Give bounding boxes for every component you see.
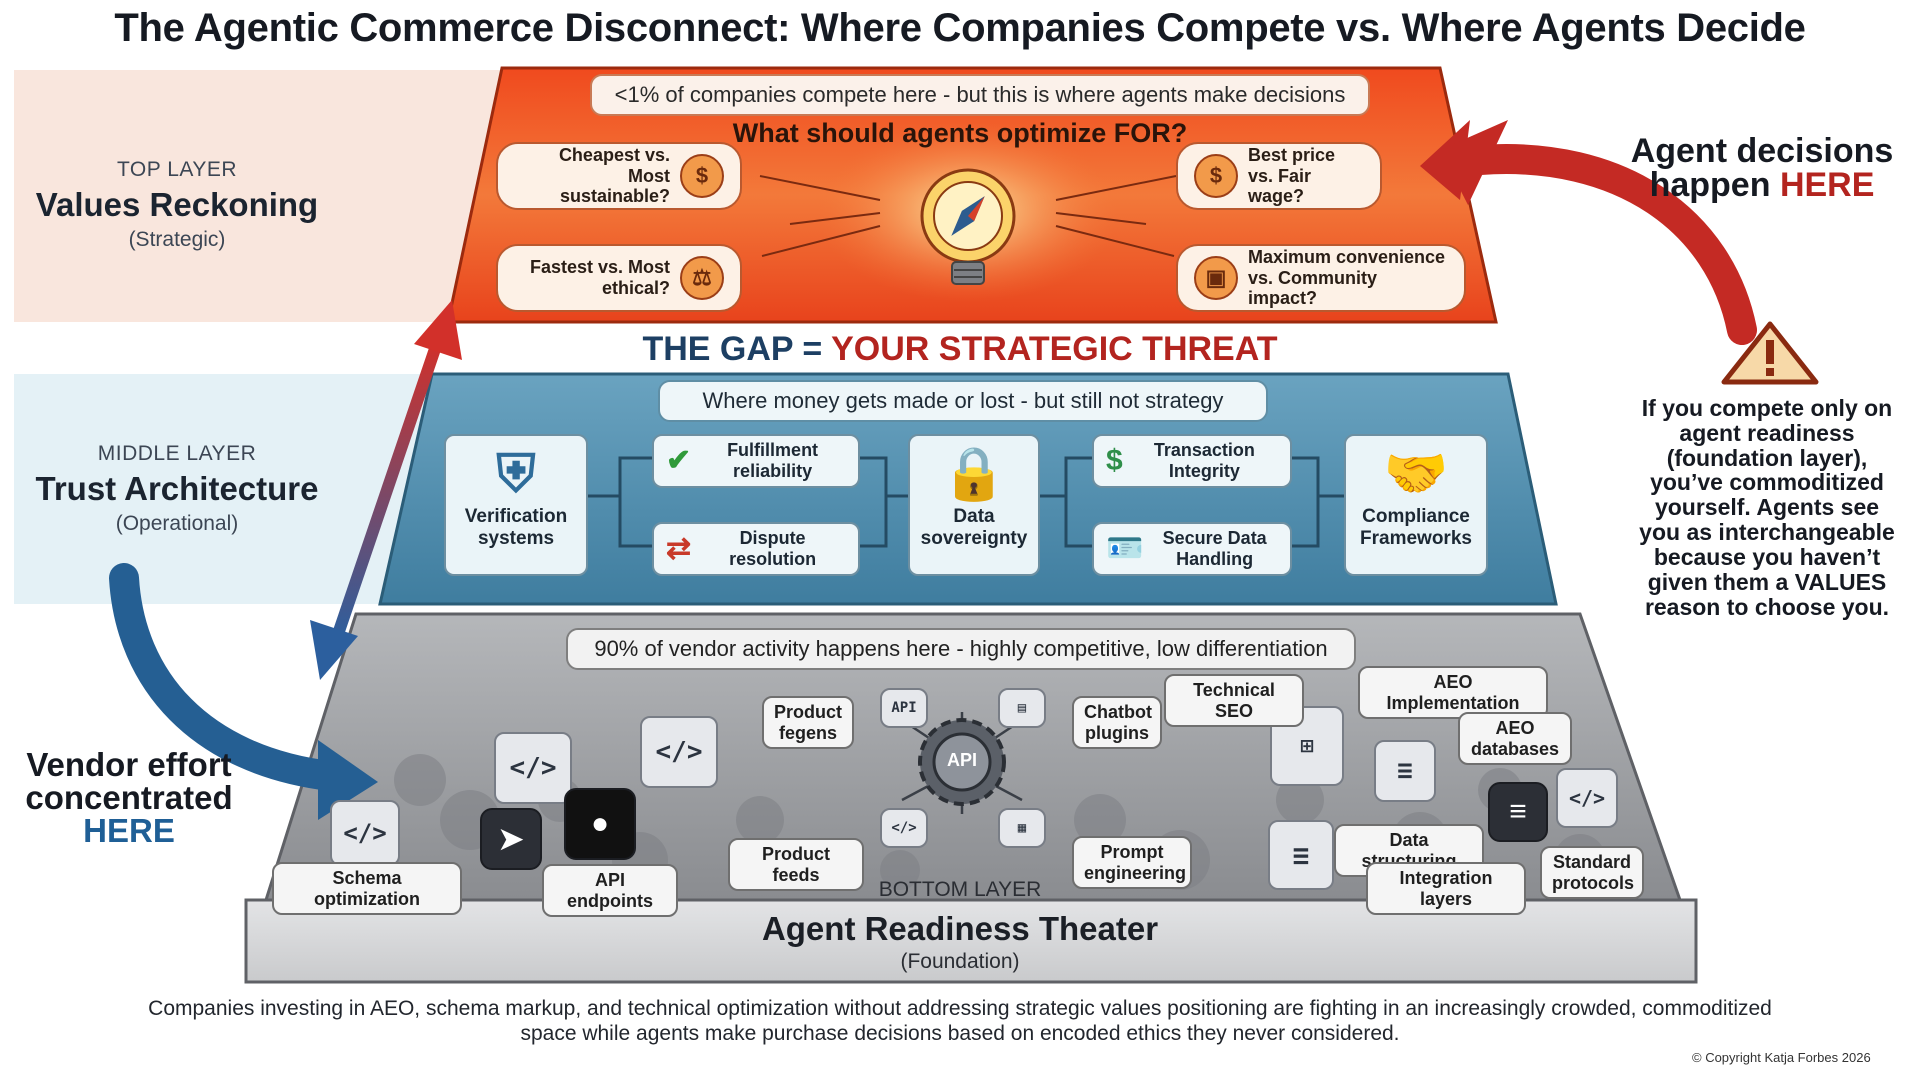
tag-schema-optimization: Schema optimization (272, 862, 462, 916)
code-tile: </> (640, 716, 718, 788)
option-cheapest-sustainable: Cheapest vs. Most sustainable? $ (496, 142, 742, 210)
agent-decisions-line2: happen HERE (1612, 168, 1912, 202)
option-fastest-ethical: Fastest vs. Most ethical? ⚖ (496, 244, 742, 312)
top-layer-label: TOP LAYER Values Reckoning (Strategic) (12, 158, 342, 252)
padlock-globe-icon: 🔒 (941, 445, 1007, 503)
card-label: Secure Data Handling (1162, 528, 1267, 569)
card-fulfillment-reliability: ✔ Fulfillment reliability (652, 434, 860, 488)
option-label: Cheapest vs. Most sustainable? (558, 144, 670, 207)
tag-integration-layers: Integration layers (1366, 862, 1526, 916)
card-data-sovereignty: 🔒 Data sovereignty (908, 434, 1040, 576)
api-tile: API (880, 688, 928, 728)
page-title: The Agentic Commerce Disconnect: Where C… (114, 6, 1806, 50)
footer-summary: Companies investing in AEO, schema marku… (148, 997, 1772, 1046)
card-compliance-frameworks: 🤝 Compliance Frameworks (1344, 434, 1488, 576)
middle-layer-sub: (Operational) (115, 512, 239, 535)
agent-decisions-callout: Agent decisions happen HERE (1612, 134, 1912, 202)
warning-triangle-icon (1721, 321, 1819, 385)
bottom-layer-banner: 90% of vendor activity happens here - hi… (566, 628, 1356, 670)
option-label: Maximum convenience vs. Community impact… (1248, 246, 1446, 309)
top-layer-kicker: TOP LAYER (116, 158, 238, 181)
agent-decisions-prefix: happen (1649, 166, 1780, 204)
tag-technical-seo: Technical SEO (1164, 674, 1304, 728)
agent-decisions-arrow (1465, 144, 1757, 345)
copyright: © Copyright Katja Forbes 2026 (1692, 1050, 1871, 1065)
top-layer-name: Values Reckoning (35, 186, 319, 223)
gap-prefix: THE GAP = (642, 330, 832, 368)
api-gear-icon (918, 718, 1006, 806)
card-label: Dispute resolution (729, 528, 817, 569)
id-card-icon: 🪪 (1106, 532, 1144, 565)
vendor-effort-callout: Vendor effort concentrated HERE (14, 748, 244, 847)
checkmark-icon: ✔ (666, 444, 692, 477)
figma-icon: ● (564, 788, 636, 860)
option-label: Fastest vs. Most ethical? (529, 257, 670, 298)
money-hands-icon: $ (1194, 154, 1238, 198)
tag-api-endpoints: API endpoints (542, 864, 678, 918)
tag-chatbot-plugins: Chatbot plugins (1072, 696, 1162, 750)
card-dispute-resolution: ⇄ Dispute resolution (652, 522, 860, 576)
commoditized-warning-text: If you compete only on agent readiness (… (1639, 395, 1895, 620)
grid-tile-icon: ▦ (998, 808, 1046, 848)
package-icon: ▣ (1194, 256, 1238, 300)
shield-lock-icon: ⛨ (496, 445, 536, 503)
middle-layer-name: Trust Architecture (35, 470, 319, 507)
handshake-icon: 🤝 (1383, 445, 1449, 503)
tag-aeo-implementation: AEO Implementation (1358, 666, 1548, 720)
bottom-layer-sub: (Foundation) (900, 950, 1020, 973)
gap-emphasis: YOUR STRATEGIC THREAT (831, 330, 1278, 368)
code-tile: </> (330, 800, 400, 866)
scales-icon: ⚖ (680, 256, 724, 300)
vendor-effort-arrow (109, 563, 345, 791)
vendor-effort-line2: concentrated (25, 779, 233, 816)
middle-layer-banner: Where money gets made or lost - but stil… (658, 380, 1268, 422)
tag-product-feeds: Product feeds (728, 838, 864, 892)
coin-hand-icon: $ (1106, 444, 1123, 477)
api-hub-label: API (946, 750, 977, 770)
tag-aeo-databases: AEO databases (1458, 712, 1572, 766)
card-transaction-integrity: $ Transaction Integrity (1092, 434, 1292, 488)
bottom-layer-kicker: BOTTOM LAYER (878, 878, 1042, 901)
top-layer-sub: (Strategic) (128, 228, 226, 251)
middle-layer-kicker: MIDDLE LAYER (97, 442, 257, 465)
bottom-layer-name: Agent Readiness Theater (761, 910, 1159, 947)
app-logo-icon: ➤ (480, 808, 542, 870)
card-label: Fulfillment reliability (727, 440, 819, 481)
gap-double-arrow (310, 300, 462, 680)
option-convenience-community: ▣ Maximum convenience vs. Community impa… (1176, 244, 1466, 312)
middle-layer-label: MIDDLE LAYER Trust Architecture (Operati… (12, 442, 342, 536)
browser-tile-icon: ▤ (998, 688, 1046, 728)
code-tile: </> (494, 732, 572, 804)
vendor-effort-line1: Vendor effort (26, 746, 232, 783)
gap-heading: THE GAP = YOUR STRATEGIC THREAT (0, 330, 1920, 369)
top-layer-banner: <1% of companies compete here - but this… (590, 74, 1370, 116)
agent-decisions-emphasis: HERE (1779, 166, 1875, 204)
code-tile: </> (880, 808, 928, 848)
vendor-effort-line3: HERE (83, 812, 175, 849)
database-icon: ≡ (1268, 820, 1334, 890)
agent-decisions-line1: Agent decisions (1630, 132, 1894, 170)
code-tile: </> (1556, 768, 1618, 828)
dispute-icon: ⇄ (666, 532, 692, 565)
option-label: Best price vs. Fair wage? (1248, 144, 1336, 207)
tag-prompt-engineering: Prompt engineering (1072, 836, 1192, 890)
card-label: Compliance Frameworks (1360, 506, 1472, 549)
database-icon: ≡ (1488, 782, 1548, 842)
card-label: Data sovereignty (920, 506, 1028, 549)
compass-lightbulb-icon (920, 168, 1016, 285)
money-hand-icon: $ (680, 154, 724, 198)
option-price-wage: $ Best price vs. Fair wage? (1176, 142, 1382, 210)
tag-standard-protocols: Standard protocols (1540, 846, 1644, 900)
card-label: Verification systems (464, 506, 568, 549)
card-verification-systems: ⛨ Verification systems (444, 434, 588, 576)
tag-product-fegens: Product fegens (762, 696, 854, 750)
optimize-question: What should agents optimize FOR? (732, 118, 1188, 148)
card-label: Transaction Integrity (1153, 440, 1255, 481)
card-secure-data-handling: 🪪 Secure Data Handling (1092, 522, 1292, 576)
database-shield-icon: ≡ (1374, 740, 1436, 802)
